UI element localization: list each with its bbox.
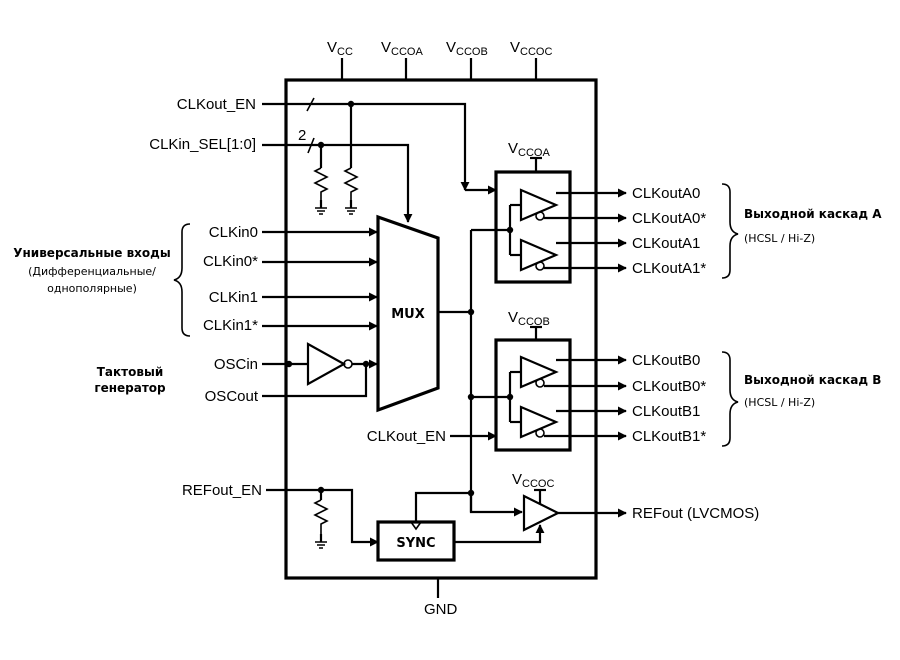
clkin1n-label: CLKin1* xyxy=(203,317,258,334)
clkin-sel-label: CLKin_SEL[1:0] xyxy=(149,136,256,153)
inputs-group-sub1: (Дифференциальные/ xyxy=(28,265,156,278)
clkouta1n-label: CLKoutA1* xyxy=(632,260,706,277)
osc-inverter xyxy=(306,342,347,386)
mux-label: MUX xyxy=(391,307,425,322)
bank-b-subtitle: (HCSL / Hi-Z) xyxy=(744,396,815,409)
refout-en-label: REFout_EN xyxy=(182,482,262,499)
bank-b-title: Выходной каскад B xyxy=(744,373,881,387)
clkouta1-label: CLKoutA1 xyxy=(632,235,700,252)
clkoutb0-label: CLKoutB0 xyxy=(632,352,700,369)
supply-pins: VCC VCCOA VCCOB VCCOC xyxy=(327,39,552,80)
vccoc-label: VCCOC xyxy=(510,39,552,58)
clkoutb1-label: CLKoutB1 xyxy=(632,403,700,420)
clkouta0n-label: CLKoutA0* xyxy=(632,210,706,227)
bank-a-subtitle: (HCSL / Hi-Z) xyxy=(744,232,815,245)
clkout-en-label: CLKout_EN xyxy=(177,96,256,113)
vcc-label: VCC xyxy=(327,39,353,58)
clkin0n-label: CLKin0* xyxy=(203,253,258,270)
bank-a: VCCOA CLKoutA0 CLKoutA0* CLKoutA1 CLKout… xyxy=(465,140,882,284)
gnd-label: GND xyxy=(424,601,458,618)
osc-title-1: Тактовый xyxy=(97,365,163,379)
clkout-en-b-label: CLKout_EN xyxy=(367,428,446,445)
oscout-label: OSCout xyxy=(205,388,259,405)
inputs-group-title: Универсальные входы xyxy=(13,246,170,260)
bank-b-supply: VCCOB xyxy=(508,309,550,328)
refout-section: REFout_EN SYNC VCCOC REFout (LVCMOS) xyxy=(182,471,759,562)
mux-block xyxy=(376,214,440,413)
refout-buffer xyxy=(522,494,561,532)
bus-width-label: 2 xyxy=(298,127,306,144)
clkoutb1n-label: CLKoutB1* xyxy=(632,428,706,445)
bank-a-title: Выходной каскад A xyxy=(744,207,882,221)
bank-a-supply: VCCOA xyxy=(508,140,550,159)
clkoutb0n-label: CLKoutB0* xyxy=(632,378,706,395)
sync-label: SYNC xyxy=(396,536,435,551)
vccoa-label: VCCOA xyxy=(381,39,423,58)
vccob-label: VCCOB xyxy=(446,39,488,58)
refout-supply: VCCOC xyxy=(512,471,554,490)
osc-title-2: генератор xyxy=(94,381,166,395)
clkin0-label: CLKin0 xyxy=(209,224,258,241)
chip-outline xyxy=(284,78,598,580)
oscin-label: OSCin xyxy=(214,356,258,373)
clkin1-label: CLKin1 xyxy=(209,289,258,306)
inputs-group-sub2: однополярные) xyxy=(47,282,137,295)
clock-inputs: CLKin0 CLKin0* CLKin1 CLKin1* xyxy=(173,223,378,337)
bank-b: VCCOB CLKout_EN CLKoutB0 CLKoutB0* CLKou… xyxy=(367,309,881,452)
clkouta0-label: CLKoutA0 xyxy=(632,185,700,202)
refout-label: REFout (LVCMOS) xyxy=(632,505,759,522)
